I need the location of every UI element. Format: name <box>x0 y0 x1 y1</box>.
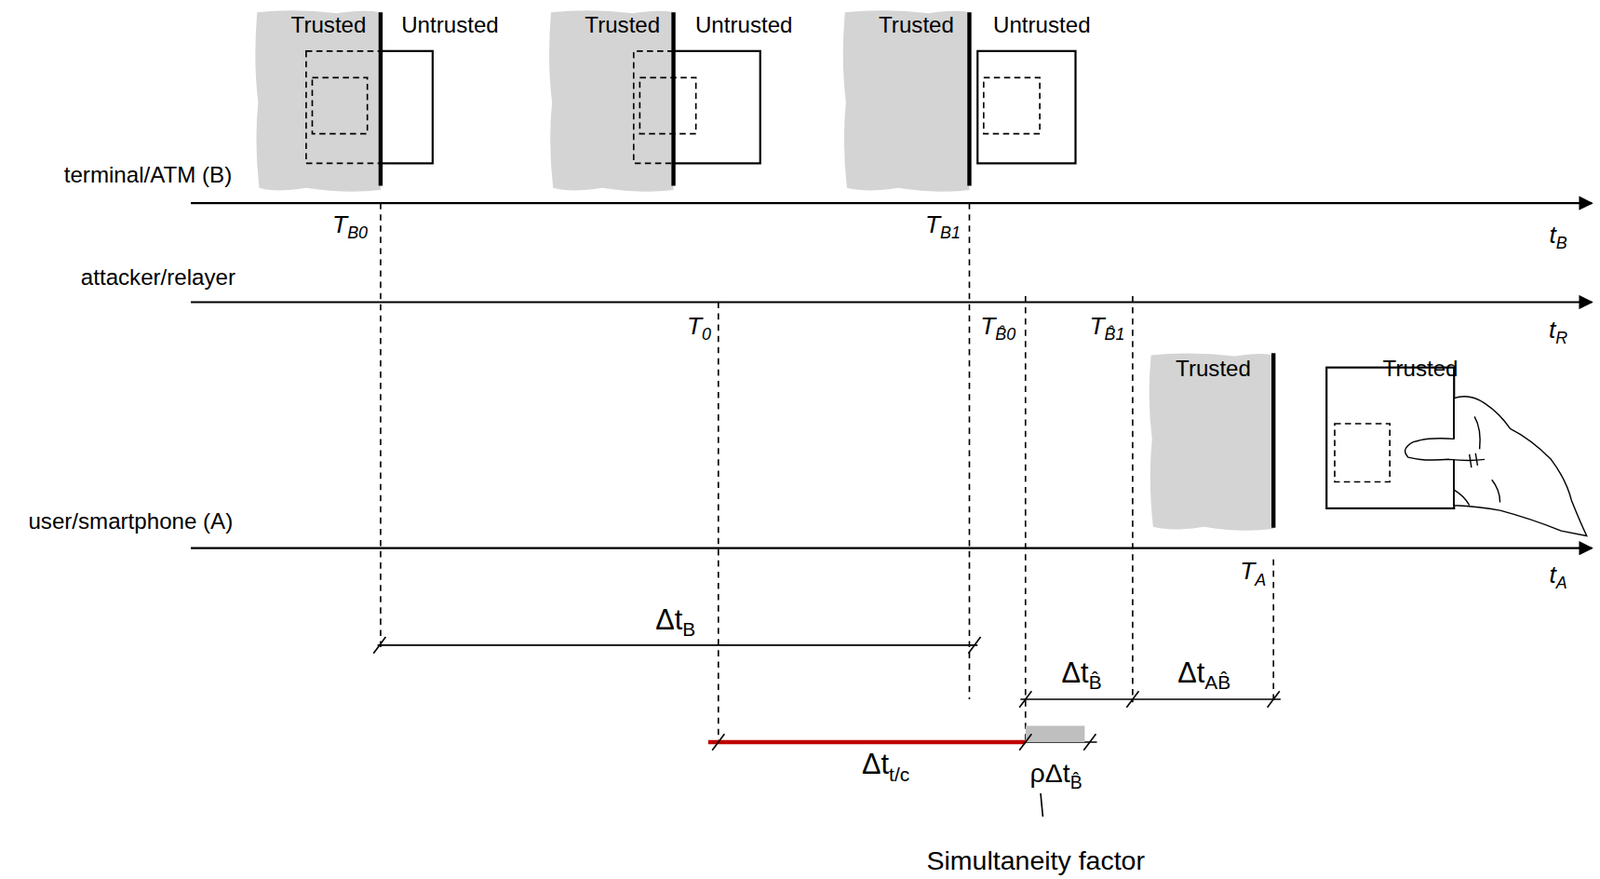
time-point: TB̂0 <box>980 312 1016 345</box>
time-point: T0 <box>686 312 712 345</box>
main-symbol: t <box>1548 314 1556 343</box>
secure-element <box>306 51 1040 164</box>
duration-label: Δtt/c <box>860 749 912 786</box>
main-symbol: T <box>1239 556 1255 585</box>
subscript: 0 <box>701 324 712 344</box>
main-symbol: T <box>980 311 995 340</box>
subscript: B̂ <box>1089 671 1103 693</box>
subscript: R <box>1555 327 1568 347</box>
main-symbol: T <box>332 209 348 238</box>
main-symbol: T <box>686 311 702 340</box>
subscript: B̂1 <box>1104 324 1126 344</box>
subscript: B <box>1556 232 1568 252</box>
dimension-line <box>373 636 1281 751</box>
main-symbol: Δt <box>1177 656 1205 688</box>
time-marker <box>380 202 1274 743</box>
trusted-region <box>255 10 1274 530</box>
dimension-tick <box>712 733 1032 751</box>
subscript: A <box>1556 572 1568 592</box>
subscript: B̂ <box>1070 771 1083 793</box>
time-point: TB1 <box>925 211 961 243</box>
main-symbol: T <box>1089 311 1105 340</box>
duration-label: ΔtB̂ <box>1059 657 1103 694</box>
zone-label: Trusted <box>584 13 660 39</box>
axis-name: attacker/relayer <box>80 265 236 291</box>
axis-name: terminal/ATM (B) <box>64 162 232 189</box>
time-point: TA <box>1239 557 1266 590</box>
zone-label: Untrusted <box>993 13 1091 39</box>
main-symbol: ρΔt <box>1030 757 1071 789</box>
main-symbol: t <box>1548 219 1556 248</box>
subscript: A <box>1254 569 1266 589</box>
subscript: B0 <box>347 222 368 242</box>
zone-label: Trusted <box>291 13 367 39</box>
main-symbol: Δt <box>655 603 683 635</box>
hand-illustration <box>1405 396 1587 537</box>
time-point: TB̂1 <box>1089 312 1126 345</box>
subscript: B1 <box>940 222 961 242</box>
main-symbol: Δt <box>861 748 889 780</box>
time-point: TB0 <box>332 211 368 243</box>
zone-label: Untrusted <box>401 13 499 39</box>
zone-label: Untrusted <box>695 13 794 39</box>
main-symbol: Δt <box>1062 656 1090 688</box>
callout-text: Simultaneity factor <box>927 846 1145 875</box>
axis-symbol: tA <box>1548 561 1567 593</box>
zone-label: Trusted <box>1383 357 1459 383</box>
axis-symbol: tR <box>1548 316 1568 349</box>
main-symbol: T <box>925 209 941 238</box>
device-box <box>380 51 1076 164</box>
toctou-window <box>708 739 1026 744</box>
subscript: B̂0 <box>994 324 1016 344</box>
subscript: AB̂ <box>1204 671 1231 693</box>
zone-label: Trusted <box>1175 357 1251 383</box>
duration-label: ΔtAB̂ <box>1175 657 1233 694</box>
main-symbol: t <box>1548 560 1556 589</box>
overlap-bar <box>1025 725 1086 742</box>
time-axis <box>190 202 1592 549</box>
duration-label: ΔtB <box>653 604 698 641</box>
duration-label: ρΔtB̂ <box>1027 758 1085 794</box>
subscript: t/c <box>888 763 910 785</box>
subscript: B <box>682 618 696 640</box>
card-chip <box>1334 423 1390 482</box>
axis-symbol: tB <box>1548 221 1567 254</box>
trust-boundary <box>380 12 1274 528</box>
axis-name: user/smartphone (A) <box>27 509 233 535</box>
zone-label: Trusted <box>878 13 955 39</box>
